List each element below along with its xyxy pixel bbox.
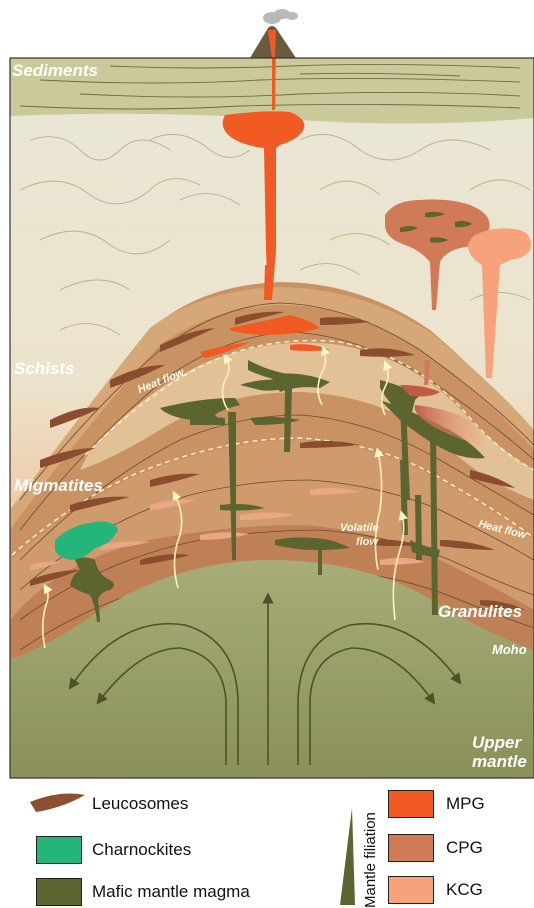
legend-mafic: Mafic mantle magma bbox=[36, 878, 250, 906]
legend-leucosomes: Leucosomes bbox=[92, 794, 188, 814]
legend-kcg: KCG bbox=[388, 876, 483, 904]
legend-mantle-filiation: Mantle filiation bbox=[362, 812, 379, 908]
label-sediments: Sediments bbox=[12, 61, 98, 81]
legend-mpg-swatch bbox=[388, 790, 434, 818]
legend-cpg-swatch bbox=[388, 834, 434, 862]
legend-charnockites-label: Charnockites bbox=[92, 840, 191, 860]
legend-mafic-swatch bbox=[36, 878, 82, 906]
label-moho: Moho bbox=[492, 642, 527, 657]
legend-cpg-label: CPG bbox=[446, 838, 483, 858]
label-upper-mantle-2: mantle bbox=[472, 752, 527, 772]
volcanic-plume bbox=[263, 9, 298, 24]
label-upper-mantle-1: Upper bbox=[472, 733, 521, 753]
legend-mpg-label: MPG bbox=[446, 794, 485, 814]
label-migmatites: Migmatites bbox=[14, 476, 103, 496]
label-granulites: Granulites bbox=[438, 602, 522, 622]
legend-charnockites-swatch bbox=[36, 836, 82, 864]
legend-leucosomes-label: Leucosomes bbox=[92, 794, 188, 814]
legend-cpg: CPG bbox=[388, 834, 483, 862]
legend-kcg-label: KCG bbox=[446, 880, 483, 900]
label-volatile-flow: flow bbox=[356, 536, 378, 548]
legend-mpg: MPG bbox=[388, 790, 485, 818]
label-schists: Schists bbox=[14, 359, 74, 379]
legend-charnockites: Charnockites bbox=[36, 836, 191, 864]
label-volatile: Volatile bbox=[340, 522, 379, 534]
legend-leucosome-swatch bbox=[30, 794, 85, 812]
legend-mafic-label: Mafic mantle magma bbox=[92, 882, 250, 902]
legend-kcg-swatch bbox=[388, 876, 434, 904]
legend-filiation-wedge bbox=[340, 808, 355, 905]
